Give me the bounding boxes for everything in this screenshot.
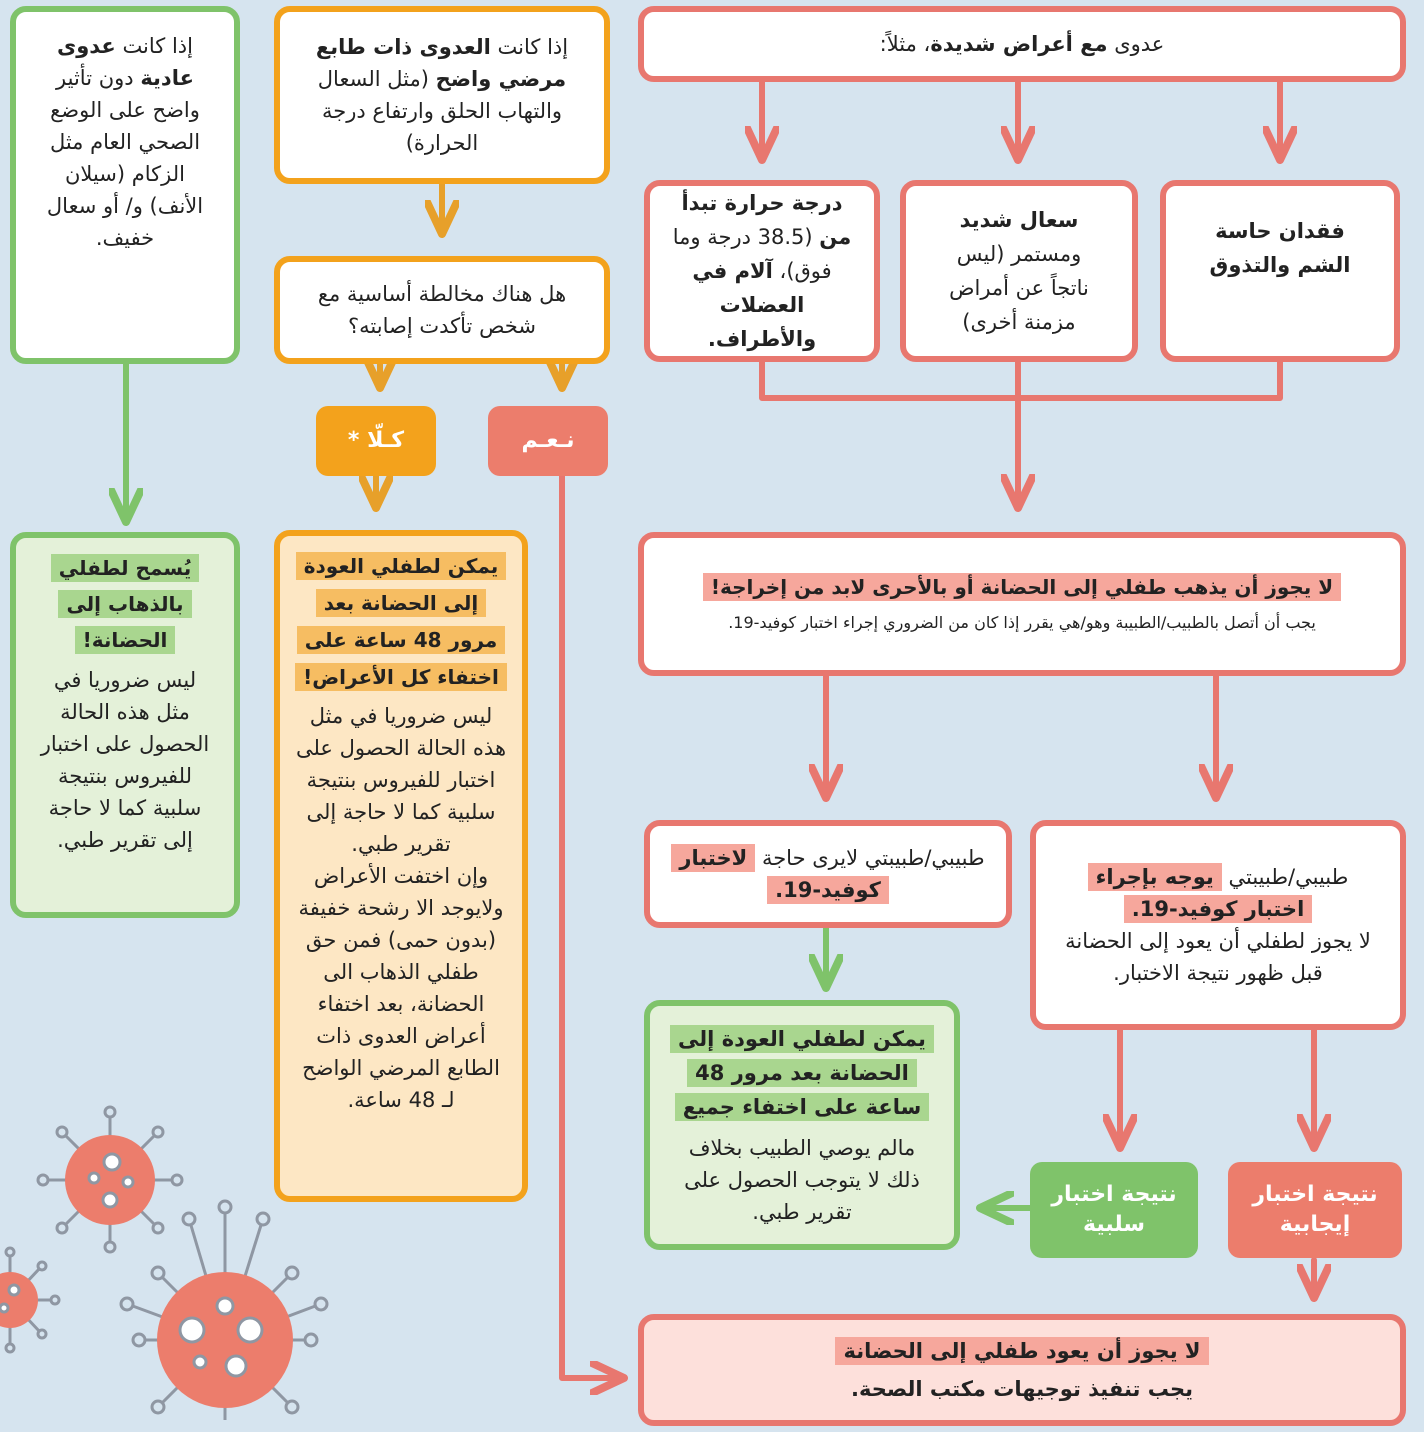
symptom-fever-box: درجة حرارة تبدأ من (38.5 درجة وما فوق)، … (644, 180, 880, 362)
test-required-box: طبيبي/طبيبتي يوجه بإجراء اختبار كوفيد-19… (1030, 820, 1406, 1030)
clear-infection-box: إذا كانت العدوى ذات طابع مرضي واضح (مثل … (274, 6, 610, 184)
allowed-to-attend-box: يُسمح لطفلي بالذهاب إلى الحضانة! ليس ضرو… (10, 532, 240, 918)
severe-infection-box: عدوى مع أعراض شديدة، مثلاً: (638, 6, 1406, 82)
contact-question-box: هل هناك مخالطة أساسية مع شخص تأكدت إصابت… (274, 256, 610, 364)
result-positive-badge: نتيجة اختبار إيجابية (1228, 1162, 1402, 1258)
merge-connector (759, 359, 1283, 508)
no-test-needed-box: طبيبي/طبيبتي لايرى حاجة لاختبار كوفيد-19… (644, 820, 1012, 928)
yes-badge: نـعـم (488, 406, 608, 476)
symptom-smell-box: فقدان حاسة الشم والتذوق (1160, 180, 1400, 362)
return-after-48h-orange-box: يمكن لطفلي العودة إلى الحضانة بعد مرور 4… (274, 530, 528, 1202)
symptom-cough-box: سعال شديد ومستمر (ليس ناتجاً عن أمراض مز… (900, 180, 1138, 362)
virus-bodies (0, 1135, 293, 1408)
stay-home-box: لا يجوز أن يذهب طفلي إلى الحضانة أو بالأ… (638, 532, 1406, 676)
return-after-48h-green-box: يمكن لطفلي العودة إلى الحضانة بعد مرور 4… (644, 1000, 960, 1250)
result-negative-badge: نتيجة اختبار سلبية (1030, 1162, 1198, 1258)
mild-infection-box: إذا كانت عدوى عادية دون تأثير واضح على ا… (10, 6, 240, 364)
arrow-yes-to-final (559, 473, 624, 1378)
no-badge: كـلّا * (316, 406, 436, 476)
final-no-return-box: لا يجوز أن يعود طفلي إلى الحضانة يجب تنف… (638, 1314, 1406, 1426)
